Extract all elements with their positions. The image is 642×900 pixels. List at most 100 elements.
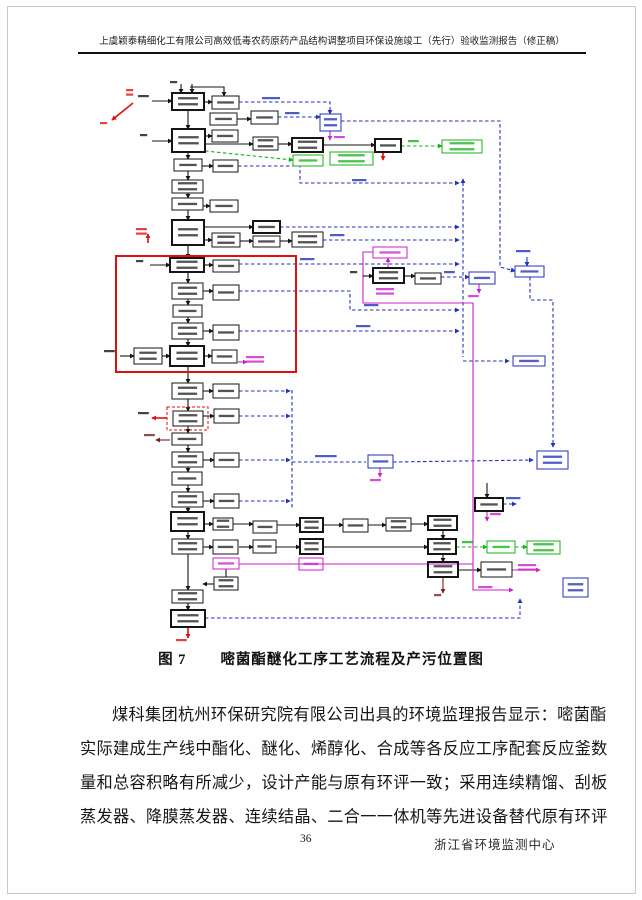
process-box bbox=[212, 557, 240, 570]
process-box bbox=[299, 517, 324, 533]
illegible-box-label bbox=[433, 524, 452, 527]
illegible-annotation bbox=[490, 513, 501, 516]
process-box bbox=[252, 220, 281, 234]
illegible-annotation bbox=[370, 479, 381, 482]
illegible-annotation bbox=[364, 304, 379, 307]
illegible-box-label bbox=[257, 525, 273, 529]
illegible-annotation bbox=[126, 93, 134, 96]
flow-edge bbox=[529, 277, 556, 448]
illegible-annotation bbox=[136, 260, 144, 263]
process-box bbox=[211, 95, 240, 110]
process-box bbox=[171, 451, 204, 468]
flow-edge bbox=[238, 165, 460, 186]
body-line: 煤科集团杭州环保研究院有限公司出具的环境监理报告显示：嘧菌酯 bbox=[112, 706, 607, 724]
illegible-annotation bbox=[144, 434, 155, 437]
illegible-box-label bbox=[256, 116, 273, 119]
process-box bbox=[372, 267, 405, 284]
process-box bbox=[211, 349, 238, 364]
process-box bbox=[171, 92, 205, 111]
illegible-box-label bbox=[304, 520, 319, 523]
highlight-rectangle bbox=[166, 406, 209, 431]
illegible-box-label bbox=[177, 286, 198, 289]
process-box bbox=[169, 257, 205, 273]
illegible-box-label bbox=[215, 204, 233, 208]
illegible-box-label bbox=[298, 159, 318, 162]
illegible-annotation bbox=[334, 136, 345, 139]
illegible-box-label bbox=[433, 518, 452, 521]
process-box bbox=[172, 410, 204, 427]
illegible-box-label bbox=[218, 499, 235, 503]
illegible-box-label bbox=[433, 571, 453, 574]
illegible-box-label bbox=[433, 565, 453, 568]
process-box bbox=[385, 517, 412, 532]
illegible-box-label bbox=[139, 357, 157, 360]
illegible-box-label bbox=[433, 542, 451, 545]
illegible-box-label bbox=[338, 160, 365, 163]
process-box bbox=[319, 113, 342, 132]
illegible-box-label bbox=[177, 477, 197, 480]
illegible-box-label bbox=[217, 562, 235, 565]
flow-edge bbox=[341, 120, 516, 273]
process-box bbox=[536, 450, 569, 470]
process-box bbox=[211, 232, 241, 248]
process-box bbox=[329, 151, 374, 166]
illegible-box-label bbox=[218, 414, 235, 418]
illegible-box-label bbox=[338, 154, 365, 157]
illegible-box-label bbox=[177, 495, 198, 498]
process-box bbox=[292, 154, 324, 167]
illegible-box-label bbox=[449, 148, 475, 151]
illegible-box-label bbox=[177, 392, 198, 395]
process-box bbox=[171, 538, 204, 555]
illegible-annotation bbox=[285, 112, 300, 115]
illegible-annotation bbox=[356, 325, 371, 328]
flow-edge bbox=[205, 598, 523, 619]
illegible-box-label bbox=[390, 526, 407, 529]
illegible-box-label bbox=[379, 251, 401, 254]
process-box bbox=[212, 259, 240, 273]
illegible-box-label bbox=[486, 568, 507, 571]
illegible-box-label bbox=[419, 277, 437, 280]
illegible-box-label bbox=[178, 228, 198, 231]
illegible-box-label bbox=[177, 461, 198, 464]
illegible-annotation bbox=[434, 594, 442, 597]
flow-edge bbox=[111, 102, 134, 121]
illegible-box-label bbox=[139, 351, 157, 354]
illegible-box-label bbox=[542, 461, 563, 464]
illegible-box-label bbox=[390, 520, 407, 523]
process-box bbox=[212, 284, 240, 301]
illegible-box-label bbox=[217, 101, 234, 104]
illegible-annotation bbox=[140, 134, 148, 137]
process-box bbox=[441, 139, 483, 154]
process-box bbox=[342, 518, 369, 533]
process-box bbox=[374, 138, 402, 153]
process-box bbox=[213, 408, 240, 424]
process-box bbox=[427, 561, 459, 578]
process-box bbox=[291, 231, 324, 248]
illegible-box-label bbox=[217, 164, 234, 168]
figure-caption-label: 图 7 bbox=[158, 652, 187, 668]
process-box bbox=[171, 197, 204, 211]
illegible-box-label bbox=[176, 351, 198, 354]
illegible-box-label bbox=[176, 357, 198, 360]
process-box bbox=[133, 347, 163, 365]
illegible-annotation bbox=[506, 497, 521, 500]
process-box bbox=[171, 382, 204, 400]
illegible-annotation bbox=[138, 95, 149, 98]
illegible-annotation bbox=[176, 639, 187, 642]
illegible-box-label bbox=[216, 525, 230, 528]
illegible-box-label bbox=[323, 118, 338, 121]
illegible-box-label bbox=[304, 526, 319, 529]
illegible-annotation bbox=[376, 292, 394, 295]
illegible-box-label bbox=[177, 501, 198, 504]
process-box bbox=[562, 577, 589, 598]
illegible-box-label bbox=[258, 240, 275, 243]
illegible-box-label bbox=[177, 292, 198, 295]
illegible-box-label bbox=[177, 548, 198, 551]
body-line: 量和总容积略有所减少，设计产能与原有环评一致；采用连续精馏、刮板 bbox=[80, 774, 608, 792]
process-box bbox=[299, 538, 324, 555]
illegible-box-label bbox=[216, 134, 234, 138]
process-box bbox=[212, 539, 239, 555]
illegible-box-label bbox=[217, 545, 234, 549]
process-box bbox=[171, 471, 203, 486]
process-box bbox=[250, 110, 279, 125]
